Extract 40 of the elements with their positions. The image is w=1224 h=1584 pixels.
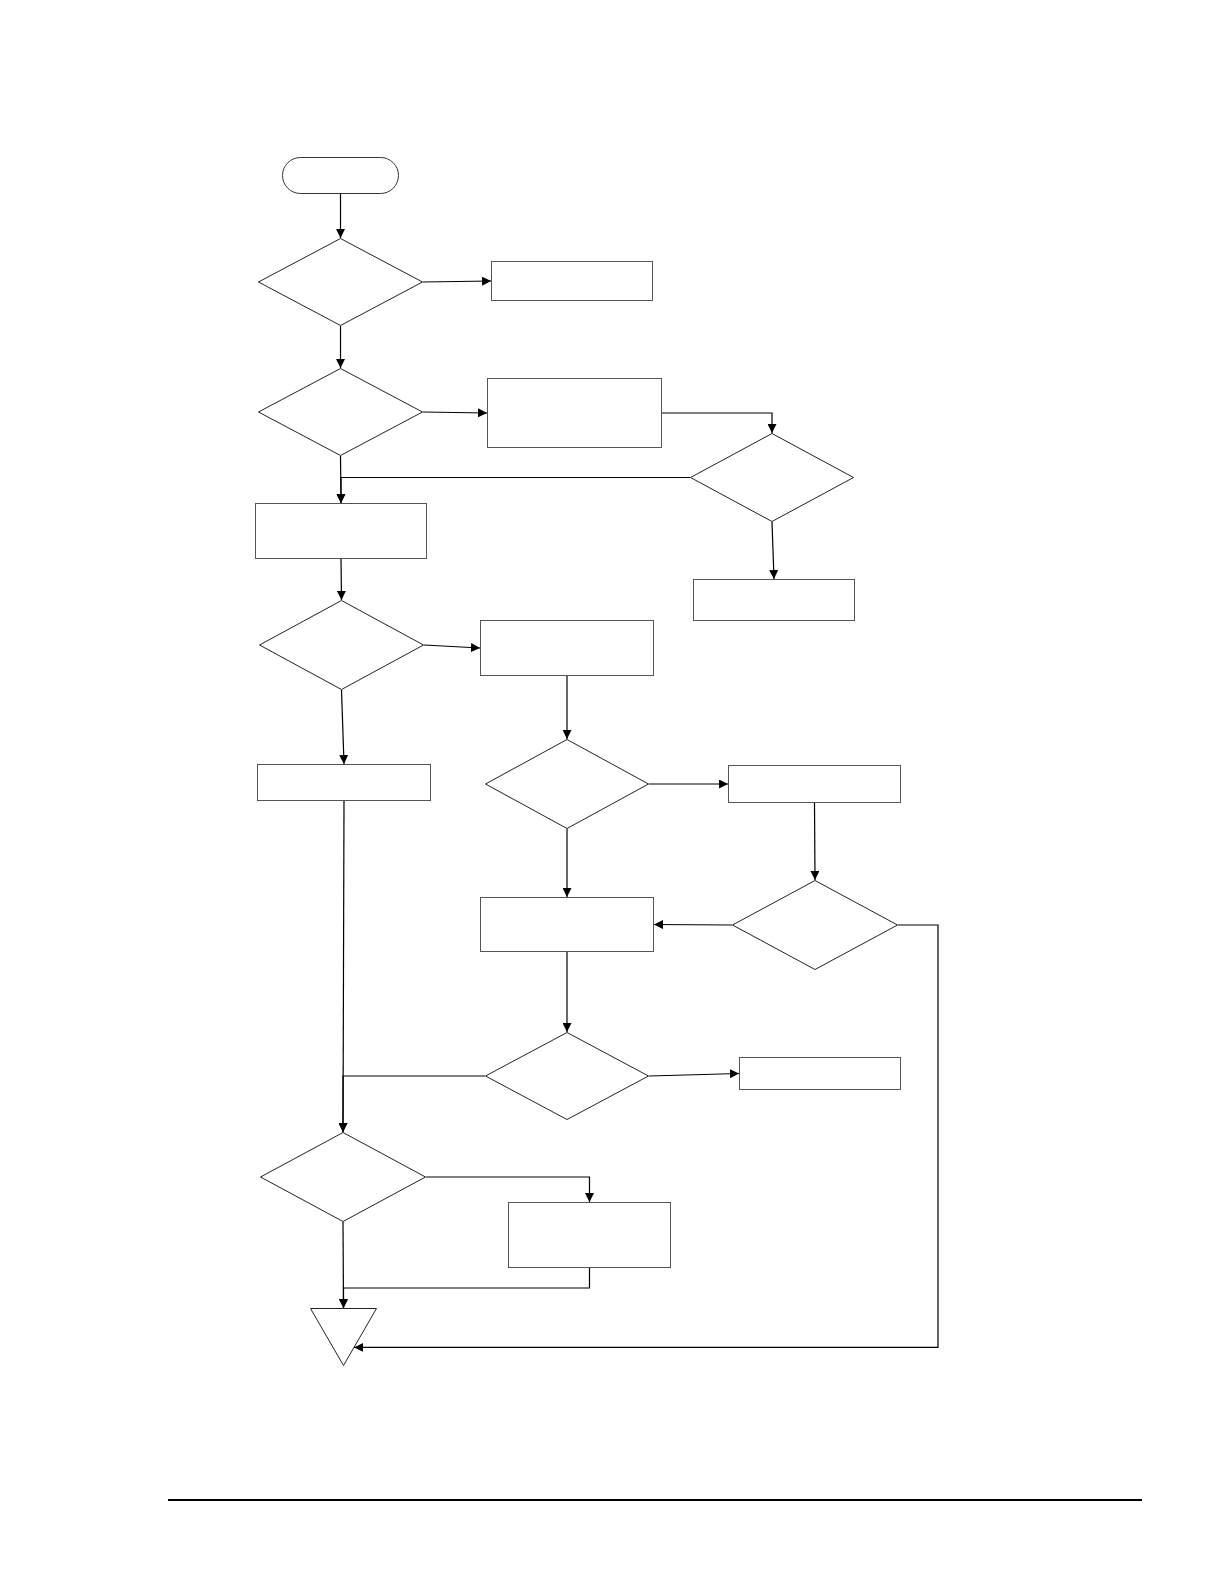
arrow [353,924,939,1352]
process-box [480,620,654,676]
arrow [338,800,348,1133]
arrow [562,675,572,740]
arrow [653,920,733,930]
decision-diamond [258,368,423,456]
decision-diamond [732,880,898,970]
arrow [339,1267,591,1309]
decision-diamond [260,1132,426,1222]
process-box [739,1057,901,1090]
merge-triangle [310,1308,377,1366]
process-box [728,765,901,803]
process-box [693,579,855,621]
arrow [661,412,777,434]
process-box [491,261,653,301]
decision-diamond [485,739,649,829]
process-box [487,378,662,448]
process-box [480,897,654,952]
arrow [648,779,729,789]
decision-diamond [690,433,854,522]
process-box [255,503,427,559]
arrow [336,476,691,504]
arrow [336,325,345,369]
decision-diamond [259,600,424,690]
arrow [422,408,488,418]
arrow [423,643,481,652]
arrow [810,802,820,881]
arrow [422,276,492,286]
decision-diamond [258,238,423,326]
arrow [562,828,572,898]
arrow [769,521,779,580]
arrow [648,1069,740,1079]
process-box [508,1202,671,1268]
arrow [336,193,345,239]
arrow [336,558,346,601]
arrow [562,951,572,1033]
arrow [425,1176,594,1203]
arrow [339,689,349,765]
process-box [257,764,431,801]
decision-diamond [485,1032,649,1120]
